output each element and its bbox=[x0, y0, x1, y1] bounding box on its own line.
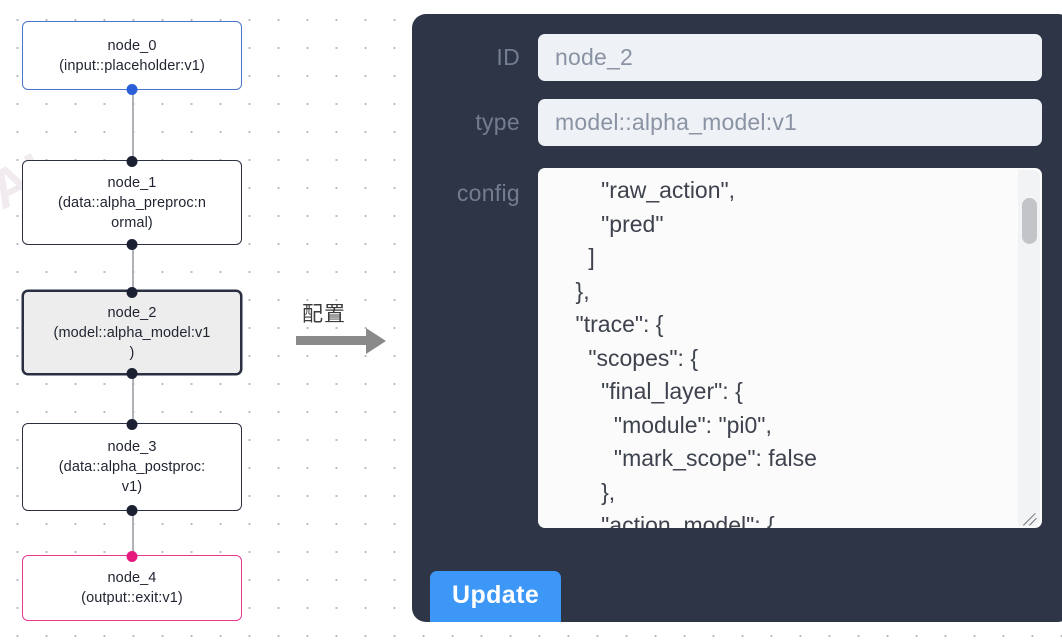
node-handle-top[interactable] bbox=[126, 418, 138, 430]
graph-node-node_3[interactable]: node_3 (data::alpha_postproc: v1) bbox=[22, 418, 242, 516]
node-handle-top[interactable] bbox=[126, 155, 138, 167]
field-row-type: type bbox=[430, 99, 1042, 146]
id-input[interactable] bbox=[538, 34, 1042, 81]
node-handle-bottom[interactable] bbox=[126, 367, 138, 379]
node-label: node_0 (input::placeholder:v1) bbox=[59, 37, 205, 74]
update-button[interactable]: Update bbox=[430, 571, 562, 622]
edge-node3-node4 bbox=[132, 511, 134, 555]
arrow-shaft-icon bbox=[296, 336, 368, 345]
annotation-arrow-label: 配置 bbox=[302, 302, 346, 326]
graph-node-node_4[interactable]: node_4 (output::exit:v1) bbox=[22, 550, 242, 621]
node-config-panel: ID type config Update bbox=[412, 14, 1062, 622]
graph-node-node_1[interactable]: node_1 (data::alpha_preproc:n ormal) bbox=[22, 155, 242, 250]
node-handle-top[interactable] bbox=[126, 550, 138, 562]
edge-node0-node1 bbox=[132, 90, 134, 160]
annotation-arrow-group: 配置 bbox=[296, 298, 396, 358]
id-field-label: ID bbox=[496, 44, 520, 70]
config-scrollbar-thumb[interactable] bbox=[1022, 198, 1037, 244]
arrow-head-icon bbox=[366, 327, 386, 354]
node-label: node_1 (data::alpha_preproc:n ormal) bbox=[57, 174, 207, 231]
field-row-id: ID bbox=[430, 34, 1042, 81]
field-row-config: config bbox=[430, 168, 1042, 528]
edge-node1-node2 bbox=[132, 245, 134, 295]
node-label: node_2 (model::alpha_model:v1 ) bbox=[53, 304, 211, 361]
node-label: node_4 (output::exit:v1) bbox=[81, 570, 183, 606]
config-textarea[interactable] bbox=[538, 168, 1042, 528]
config-textarea-wrap bbox=[538, 168, 1042, 528]
node-handle-bottom[interactable] bbox=[126, 504, 138, 516]
type-field-label: type bbox=[475, 109, 520, 135]
graph-node-node_0[interactable]: node_0 (input::placeholder:v1) bbox=[22, 21, 242, 95]
graph-node-node_2[interactable]: node_2 (model::alpha_model:v1 ) bbox=[22, 286, 242, 379]
node-handle-bottom[interactable] bbox=[126, 238, 138, 250]
node-handle-bottom[interactable] bbox=[126, 83, 138, 95]
resize-grip-icon[interactable] bbox=[1022, 509, 1039, 526]
node-handle-top[interactable] bbox=[126, 286, 138, 298]
edge-node2-node3 bbox=[132, 375, 134, 423]
type-input[interactable] bbox=[538, 99, 1042, 146]
config-scrollbar-track[interactable] bbox=[1018, 170, 1040, 526]
node-label: node_3 (data::alpha_postproc: v1) bbox=[58, 439, 206, 495]
config-field-label: config bbox=[456, 180, 520, 206]
